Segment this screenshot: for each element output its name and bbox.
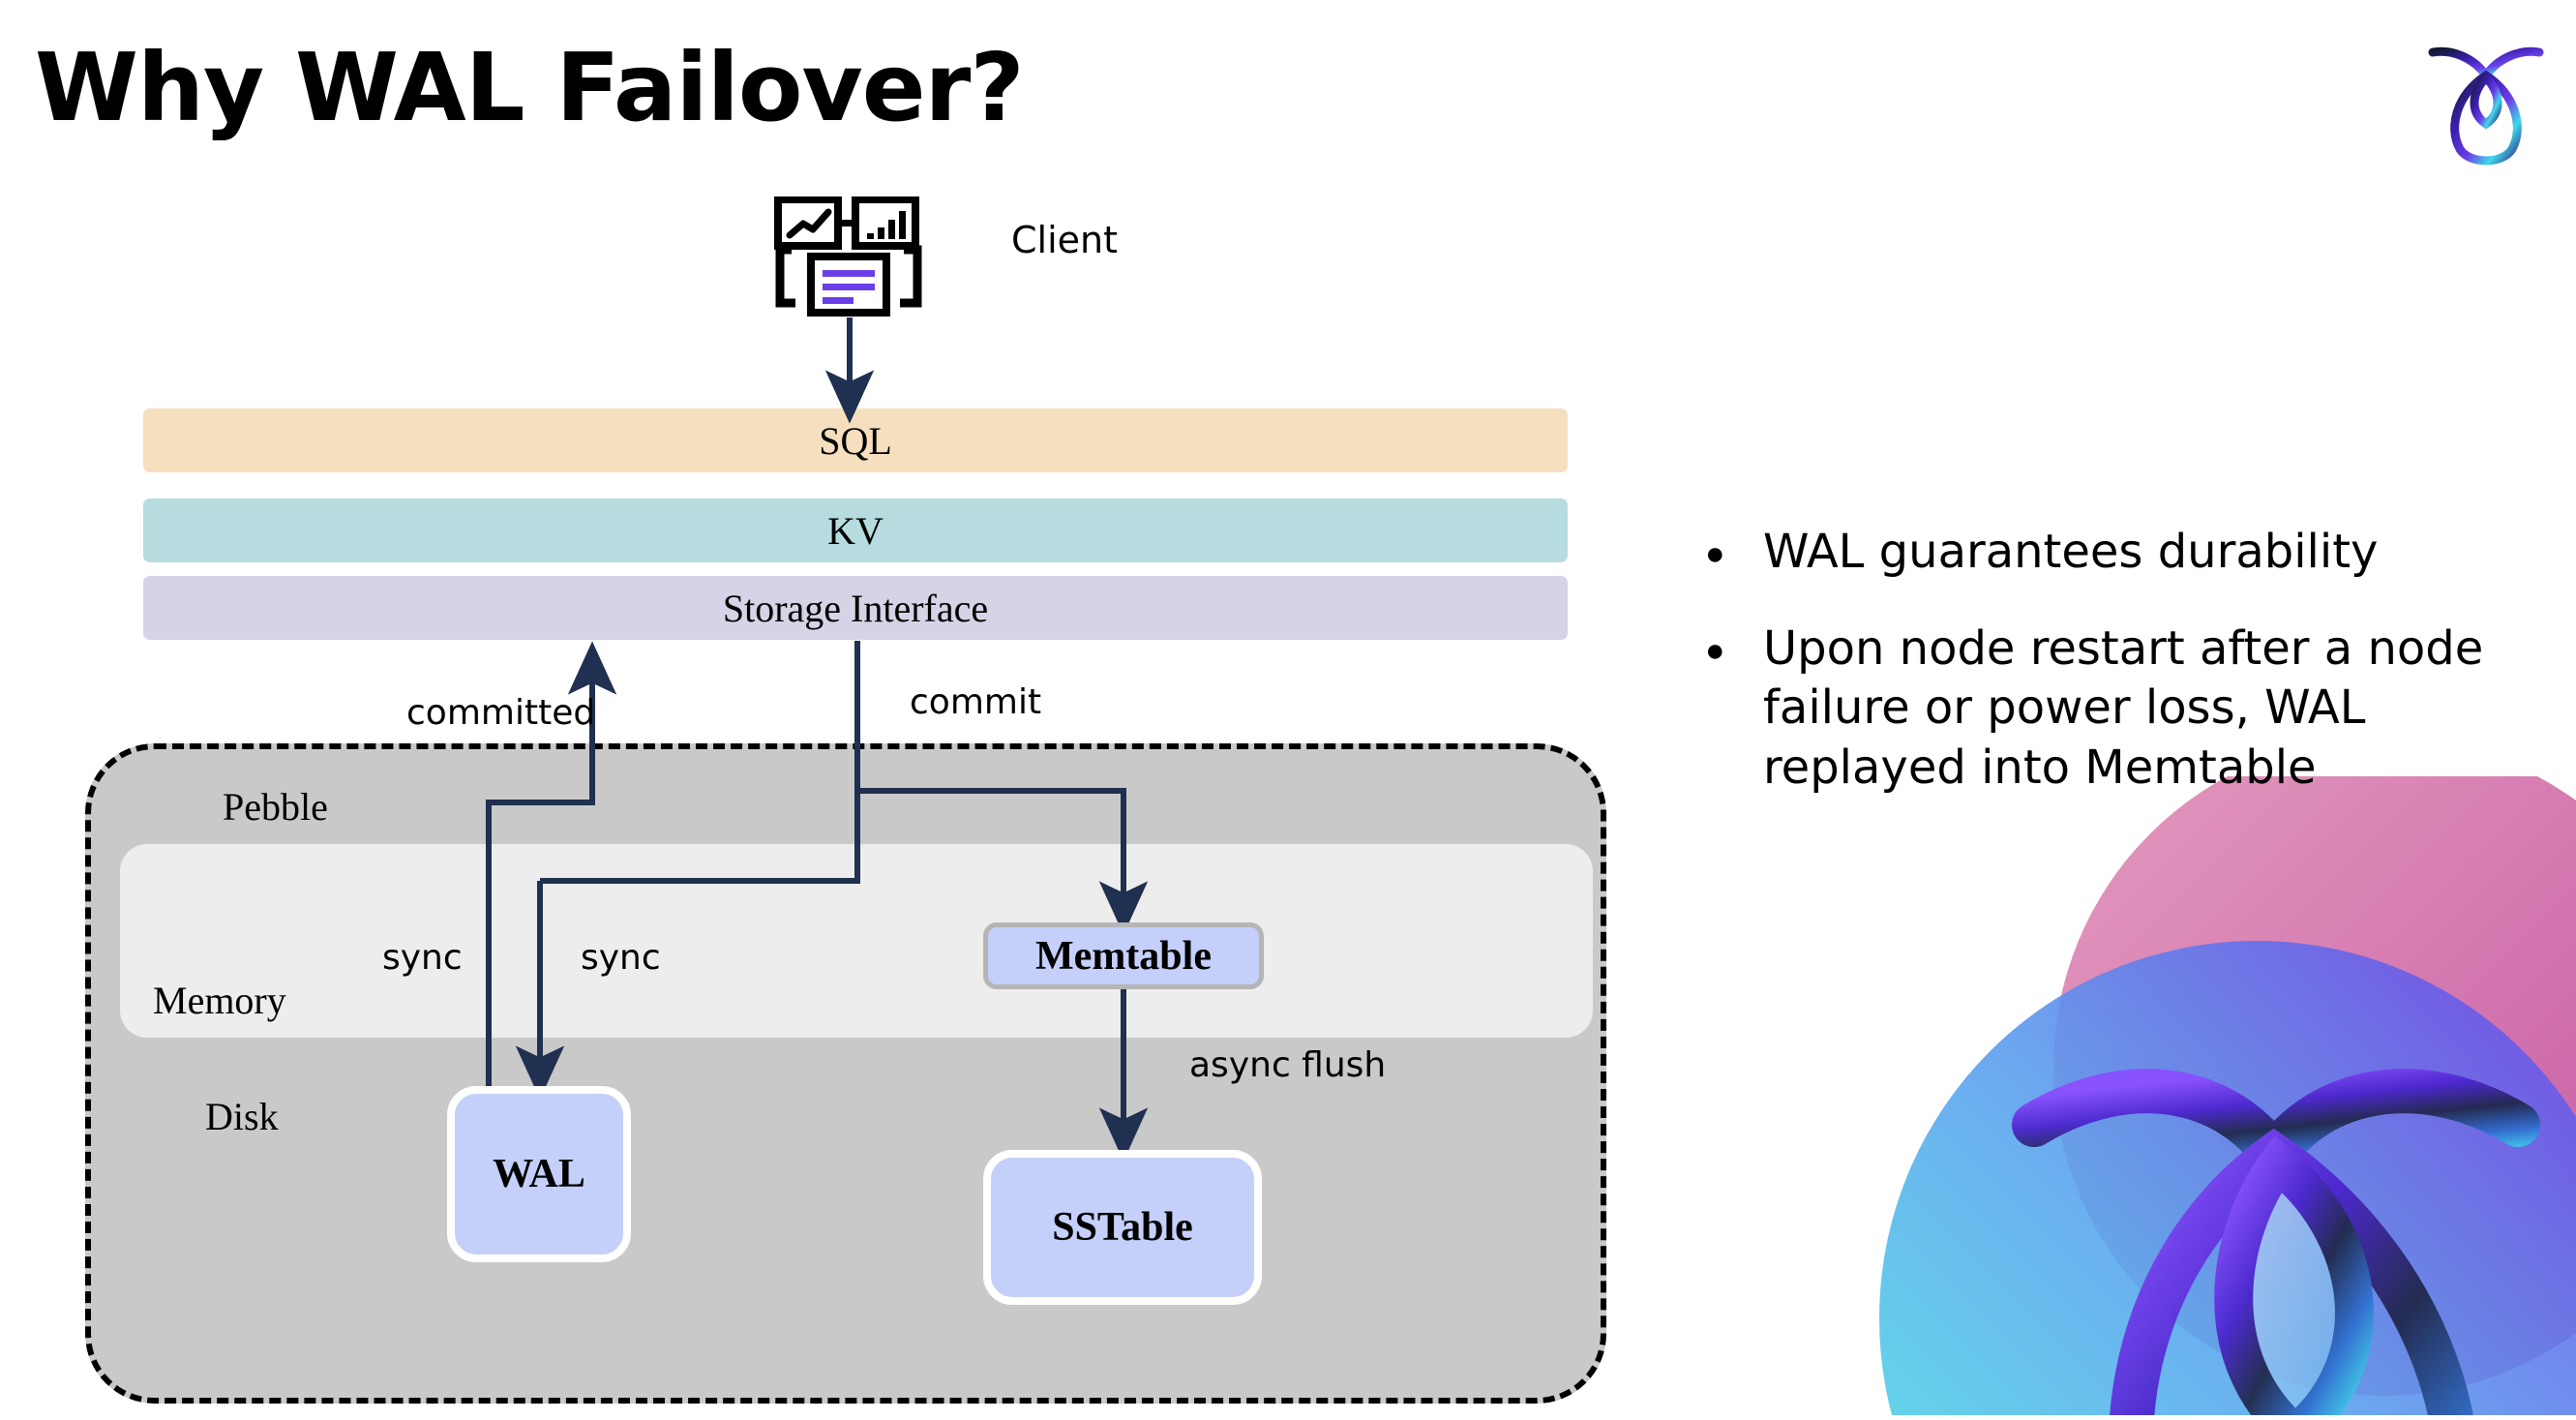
disk-label: Disk xyxy=(205,1095,279,1138)
cockroach-watermark-icon xyxy=(1841,776,2576,1415)
layer-bar-kv-label: KV xyxy=(827,508,884,553)
client-dashboard-icon xyxy=(774,196,925,317)
memory-label: Memory xyxy=(153,979,286,1022)
layer-bar-sql[interactable]: SQL xyxy=(143,408,1568,472)
architecture-diagram: Client SQL KV Storage Interface Pebble M… xyxy=(85,196,1606,1404)
layer-bar-kv[interactable]: KV xyxy=(143,499,1568,562)
layer-bar-storage-interface-label: Storage Interface xyxy=(722,586,989,630)
node-sstable-label: SSTable xyxy=(1052,1205,1193,1250)
edge-label-sync-1: sync xyxy=(382,938,463,978)
layer-bar-storage-interface[interactable]: Storage Interface xyxy=(143,576,1568,640)
node-wal[interactable]: WAL xyxy=(447,1086,631,1262)
bullet-list: ● WAL guarantees durability ● Upon node … xyxy=(1705,523,2518,832)
node-memtable[interactable]: Memtable xyxy=(983,922,1264,989)
bullet-marker-icon: ● xyxy=(1705,632,1725,669)
pebble-label: Pebble xyxy=(223,785,328,829)
layer-bar-sql-label: SQL xyxy=(819,418,892,463)
node-memtable-label: Memtable xyxy=(1035,933,1212,979)
memory-band xyxy=(120,844,1593,1038)
list-item: ● WAL guarantees durability xyxy=(1705,523,2518,585)
bullet-marker-icon: ● xyxy=(1705,535,1725,572)
cockroach-logo-icon xyxy=(2413,27,2559,167)
list-item: ● Upon node restart after a node failure… xyxy=(1705,619,2518,798)
edge-label-async-flush: async flush xyxy=(1189,1045,1387,1085)
node-sstable[interactable]: SSTable xyxy=(983,1150,1262,1305)
node-wal-label: WAL xyxy=(493,1152,585,1196)
bullet-text: WAL guarantees durability xyxy=(1763,525,2379,579)
page-title: Why WAL Failover? xyxy=(35,33,1025,142)
client-label: Client xyxy=(1011,219,1119,261)
edge-label-sync-2: sync xyxy=(581,938,661,978)
bullet-text: Upon node restart after a node failure o… xyxy=(1763,621,2484,795)
edge-label-committed: committed xyxy=(406,693,596,733)
edge-label-commit: commit xyxy=(910,682,1042,722)
